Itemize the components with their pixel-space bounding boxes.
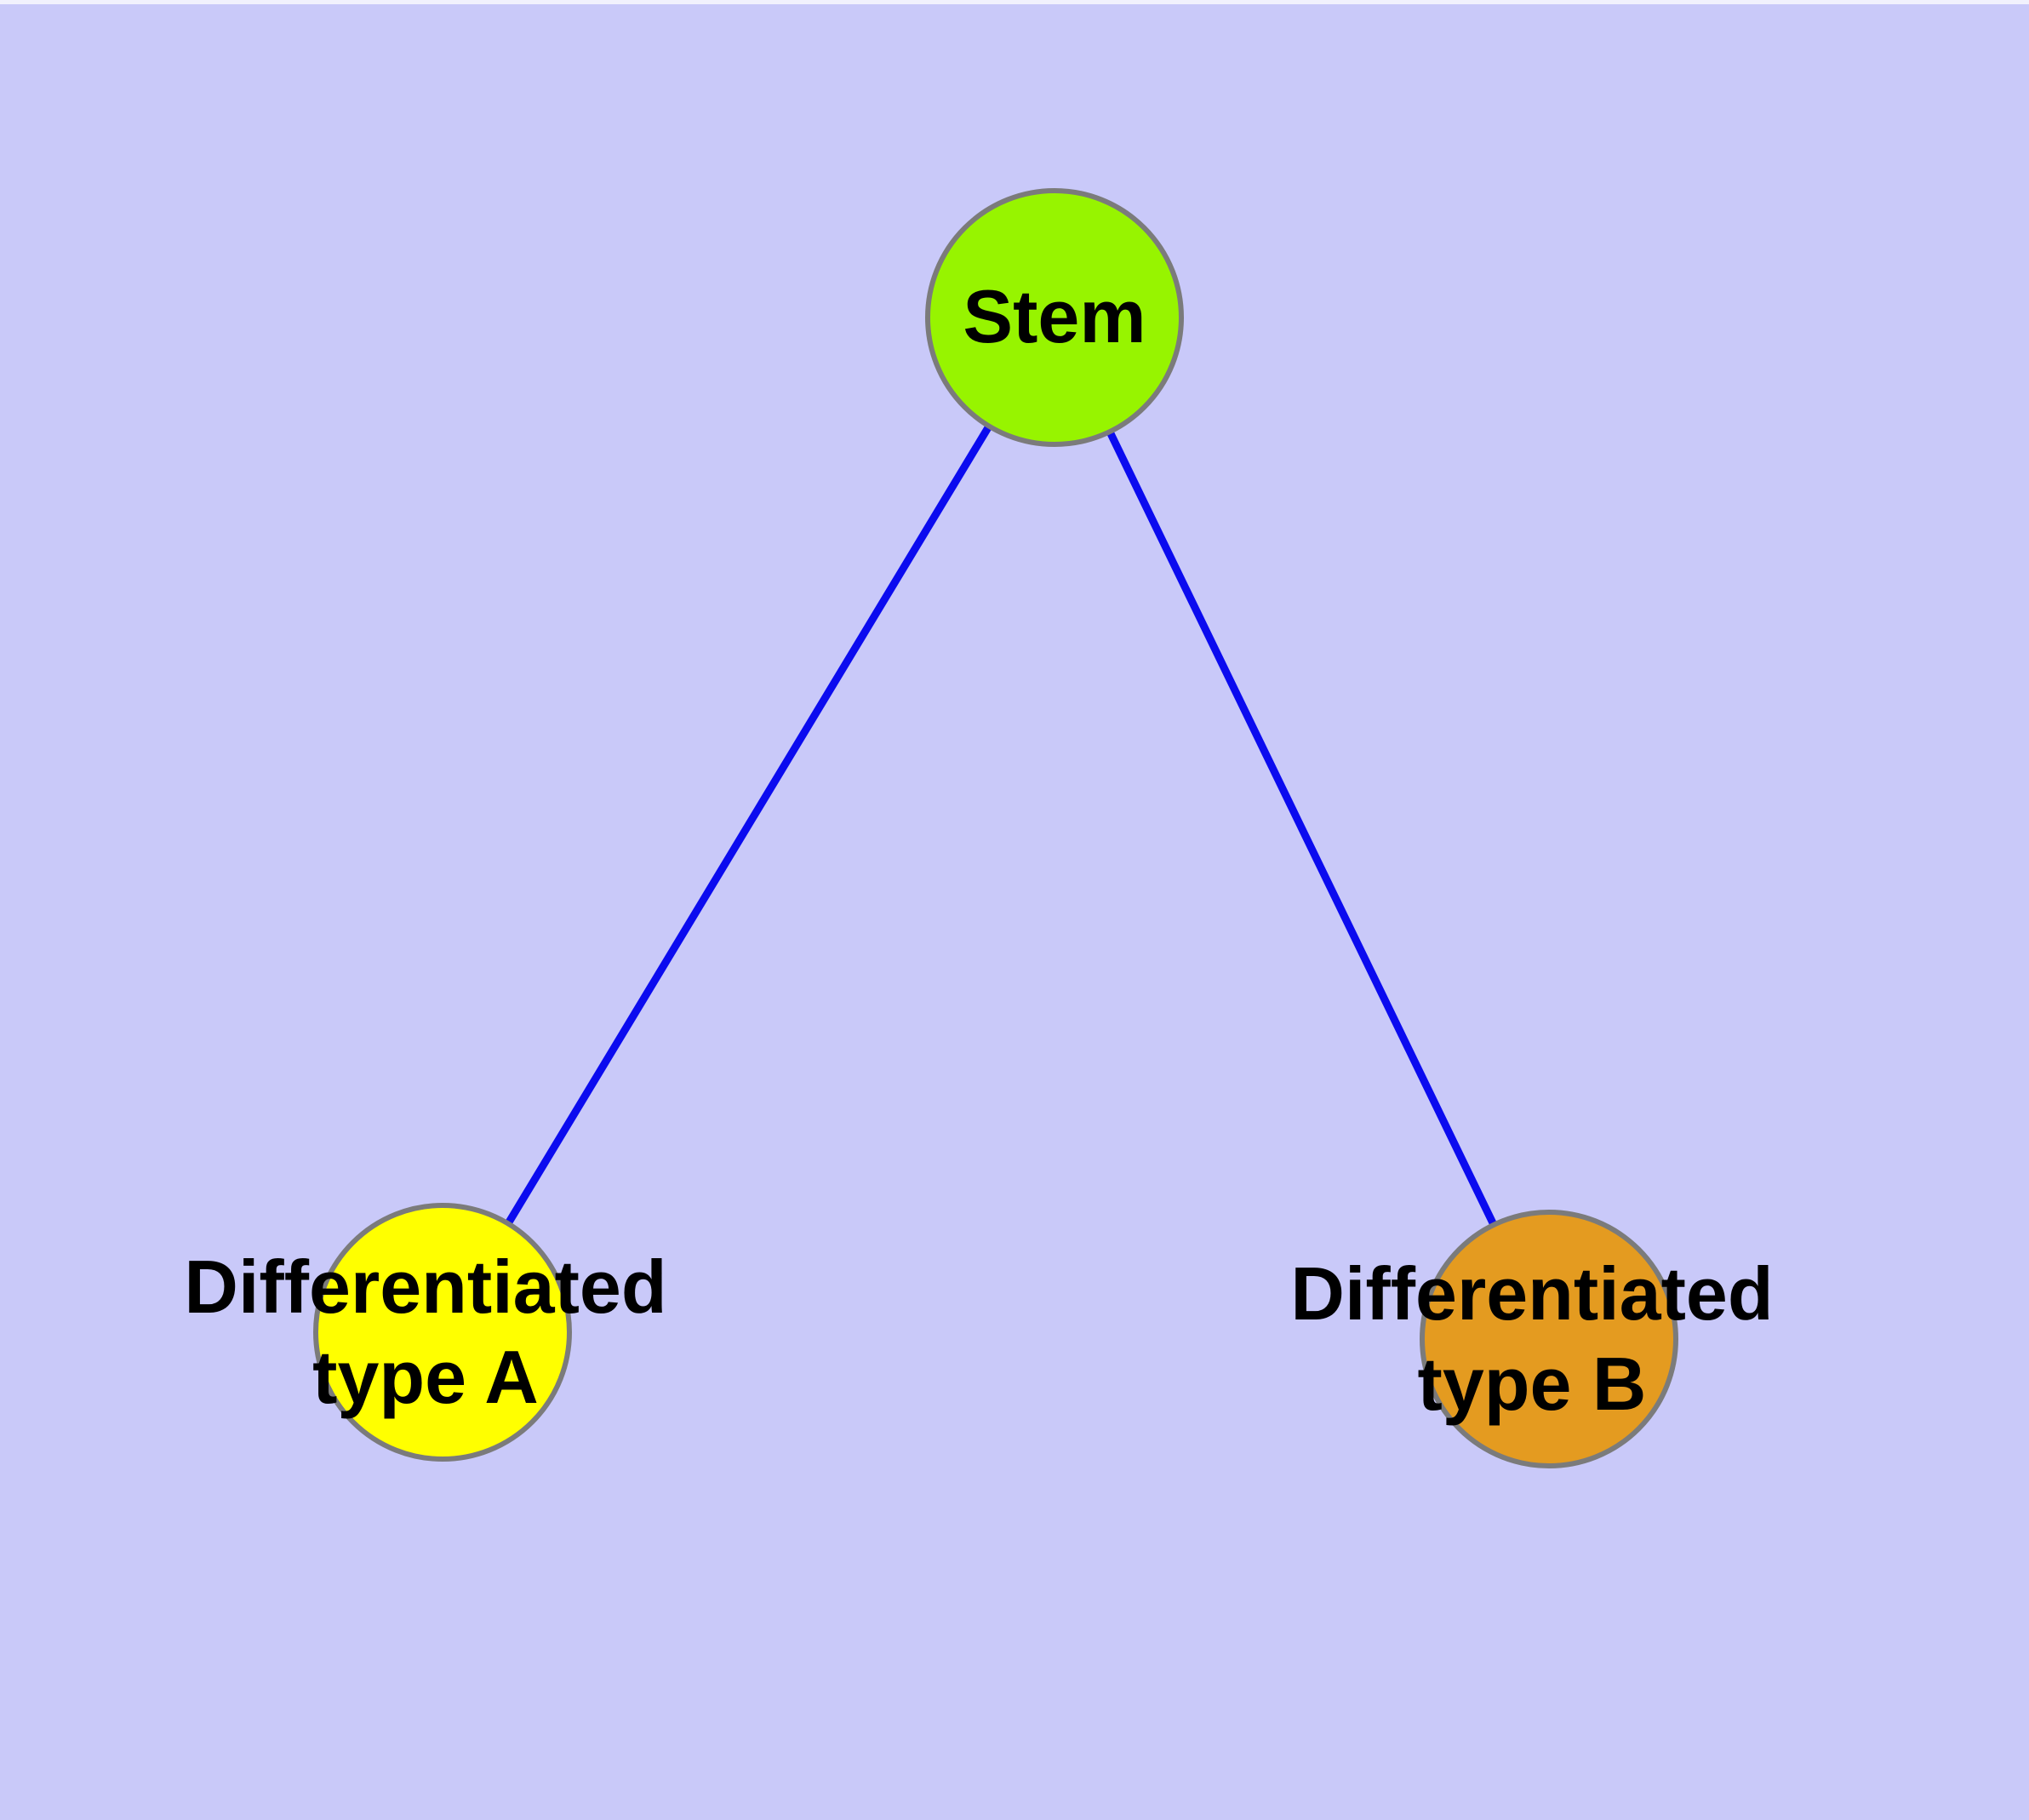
top-edge-highlight xyxy=(0,0,2029,4)
node-differentiated-type-a[interactable] xyxy=(313,1203,572,1462)
node-differentiated-type-b[interactable] xyxy=(1420,1210,1678,1468)
edge-stem-to-type-a[interactable] xyxy=(438,313,1059,1336)
edge-stem-to-type-b[interactable] xyxy=(1050,313,1553,1343)
node-stem[interactable] xyxy=(925,188,1184,447)
